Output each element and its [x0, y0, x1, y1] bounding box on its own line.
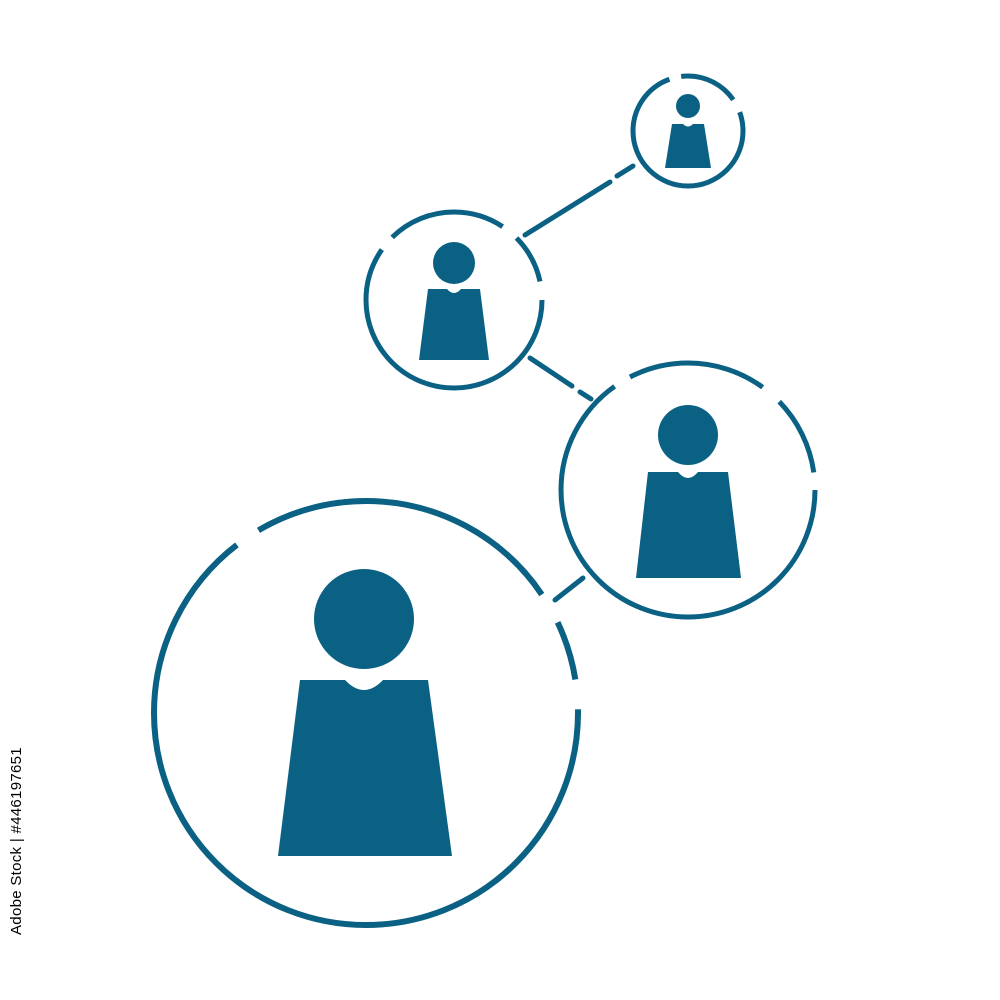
node-ring	[558, 360, 818, 620]
person-icon	[278, 569, 452, 856]
person-icon	[636, 405, 741, 578]
network-node-xlarge	[151, 498, 581, 928]
node-ring	[630, 73, 746, 189]
person-icon	[419, 242, 489, 360]
connector-line	[552, 575, 586, 603]
network-node-large	[558, 360, 818, 620]
connector-line	[527, 355, 575, 389]
connector-line	[577, 389, 594, 402]
node-ring	[363, 209, 545, 391]
network-connector-lines	[522, 163, 636, 603]
node-ring	[151, 498, 581, 928]
stock-id-label: Adobe Stock | #446197651	[8, 747, 25, 935]
network-node-small	[630, 73, 746, 189]
connector-line	[522, 179, 613, 238]
person-icon	[665, 94, 711, 168]
network-node-medium	[363, 209, 545, 391]
connector-line	[614, 163, 636, 179]
